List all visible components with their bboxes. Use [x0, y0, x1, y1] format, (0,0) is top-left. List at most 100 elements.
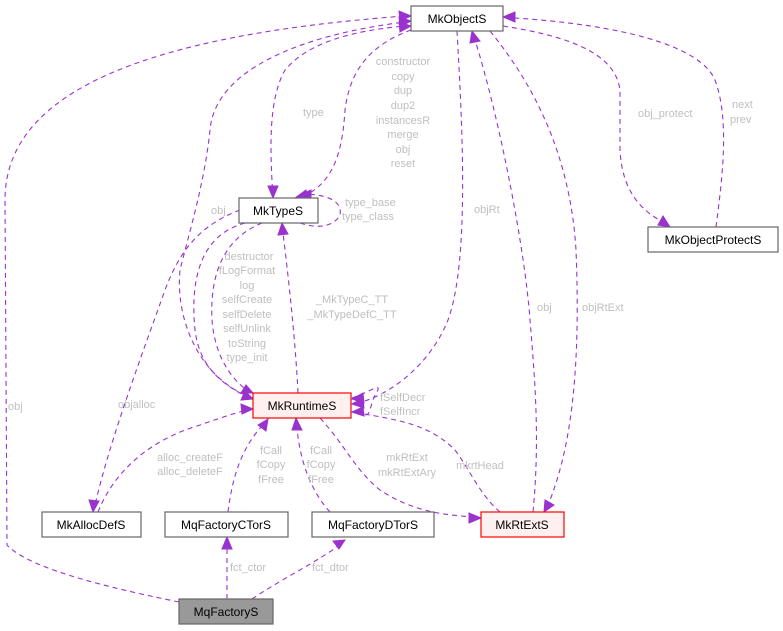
arrow-rtext-obj	[469, 29, 481, 44]
label-objalloc: objalloc	[118, 399, 156, 411]
arrow-runtime-self-2	[350, 406, 365, 417]
node-mkobjects[interactable]: MkObjectS	[410, 5, 504, 32]
svg-text:destructor: destructor	[225, 251, 274, 263]
arrow-alloc	[240, 403, 255, 415]
node-mqfactorys-label: MqFactoryS	[194, 605, 259, 619]
arrow-dtor-runtime	[291, 416, 303, 431]
label-objrt: objRt	[474, 204, 500, 216]
svg-text:copy: copy	[391, 71, 415, 83]
svg-text:toString: toString	[228, 338, 266, 350]
node-mkallocdefs-box	[41, 511, 142, 538]
label-factory-obj: obj	[8, 401, 23, 413]
edge-runtime-types	[282, 232, 299, 394]
node-mkobjectprotects[interactable]: MkObjectProtectS	[647, 226, 779, 253]
node-mkrtexts-label: MkRtExtS	[495, 518, 548, 532]
label-types-to-objects: constructor copy dup dup2 instancesR mer…	[376, 56, 431, 170]
arrow-mkrtext	[468, 512, 483, 524]
node-mkruntimes-box	[252, 392, 352, 419]
svg-text:type_init: type_init	[227, 352, 268, 364]
label-fct-ctor: fct_ctor	[230, 562, 266, 574]
svg-text:_MkTypeC_TT: _MkTypeC_TT	[315, 294, 388, 306]
label-ctor-fns: fCall fCopy fFree	[257, 445, 286, 486]
svg-text:_MkTypeDefC_TT: _MkTypeDefC_TT	[306, 309, 397, 321]
svg-text:fCopy: fCopy	[307, 459, 336, 471]
arrow-fct-dtor	[332, 539, 346, 550]
label-next-prev: next prev	[730, 99, 753, 126]
svg-text:type_class: type_class	[342, 211, 394, 223]
svg-text:merge: merge	[387, 129, 418, 141]
edge-types-runtime-2	[211, 222, 263, 393]
node-mqfactoryctors[interactable]: MqFactoryCTorS	[164, 511, 289, 538]
edge-objects-types	[299, 29, 412, 199]
edge-fct-dtor	[251, 545, 339, 600]
node-mkrtexts-box	[480, 511, 565, 538]
edge-objrt	[357, 30, 464, 404]
node-mqfactorys: MqFactoryS	[178, 598, 274, 625]
arrow-objects-types-top	[267, 185, 279, 200]
svg-text:type_base: type_base	[345, 197, 396, 209]
svg-text:alloc_deleteF: alloc_deleteF	[157, 466, 223, 478]
node-mkobjectprotects-box	[647, 226, 779, 253]
node-mkrtexts[interactable]: MkRtExtS	[480, 511, 565, 538]
edge-mkrtext	[319, 417, 476, 518]
edge-alloc	[97, 409, 248, 513]
svg-text:next: next	[732, 99, 753, 111]
arrow-objrtext	[543, 499, 555, 514]
svg-text:dup: dup	[394, 85, 412, 97]
edge-objalloc	[94, 209, 241, 506]
node-mqfactoryctors-box	[164, 511, 289, 538]
node-mkobjects-label: MkObjectS	[428, 12, 487, 26]
arrow-types-self	[298, 189, 312, 200]
label-objrtext: objRtExt	[582, 302, 624, 314]
edge-obj-protect	[502, 25, 664, 223]
node-mkobjectprotects-label: MkObjectProtectS	[665, 233, 762, 247]
label-obj-types: obj	[211, 205, 226, 217]
svg-text:obj: obj	[396, 144, 411, 156]
arrow-next-prev	[501, 11, 516, 23]
node-mktypes[interactable]: MkTypeS	[238, 197, 319, 224]
label-types-to-runtime: destructor fLogFormat log selfCreate sel…	[219, 251, 275, 364]
svg-text:instancesR: instancesR	[376, 115, 430, 127]
svg-text:selfUnlink: selfUnlink	[223, 323, 271, 335]
edge-next-prev	[514, 17, 725, 228]
label-alloc-fns: alloc_createF alloc_deleteF	[157, 452, 223, 478]
svg-text:mkRtExt: mkRtExt	[386, 452, 428, 464]
label-runtime-self: fSelfDecr fSelfIncr	[380, 392, 426, 418]
svg-text:mkRtExtAry: mkRtExtAry	[378, 467, 437, 479]
edge-objrtext	[489, 30, 578, 506]
svg-text:fLogFormat: fLogFormat	[219, 265, 275, 277]
arrow-runtime-self-1	[350, 392, 365, 404]
label-types-self: type_base type_class	[342, 197, 396, 223]
label-dtor-fns: fCall fCopy fFree	[307, 445, 336, 486]
node-mktypes-box	[238, 197, 319, 224]
node-mkobjects-box	[410, 5, 504, 32]
node-mktypes-label: MkTypeS	[253, 204, 303, 218]
svg-text:selfDelete: selfDelete	[223, 309, 272, 321]
node-mqfactorydtors[interactable]: MqFactoryDTorS	[311, 511, 435, 538]
arrow-objalloc	[88, 499, 100, 514]
edge-mkrthead	[357, 412, 501, 513]
label-fct-dtor: fct_dtor	[312, 562, 349, 574]
svg-text:prev: prev	[730, 114, 752, 126]
label-rtext-obj: obj	[537, 302, 552, 314]
label-obj-protect: obj_protect	[638, 108, 692, 120]
arrow-types-objects	[398, 21, 413, 33]
node-mqfactoryctors-label: MqFactoryCTorS	[181, 518, 271, 532]
node-mkallocdefs[interactable]: MkAllocDefS	[41, 511, 142, 538]
edge-ctor-runtime	[227, 425, 263, 513]
node-mkruntimes[interactable]: MkRuntimeS	[252, 392, 352, 419]
svg-text:fSelfDecr: fSelfDecr	[380, 392, 426, 404]
arrow-fct-ctor	[221, 535, 233, 550]
label-mkrthead: mkrtHead	[456, 460, 504, 472]
svg-text:fFree: fFree	[258, 474, 284, 486]
edge-runtime-obj	[178, 21, 406, 399]
edge-factory-obj	[4, 15, 406, 603]
arrow-ctor-runtime	[257, 418, 269, 432]
svg-text:fCall: fCall	[260, 445, 282, 457]
arrow-runtime-types	[277, 221, 289, 236]
node-mkruntimes-label: MkRuntimeS	[268, 399, 337, 413]
edge-dtor-runtime	[296, 427, 331, 513]
svg-text:dup2: dup2	[391, 100, 415, 112]
arrow-obj-protect	[657, 215, 672, 228]
